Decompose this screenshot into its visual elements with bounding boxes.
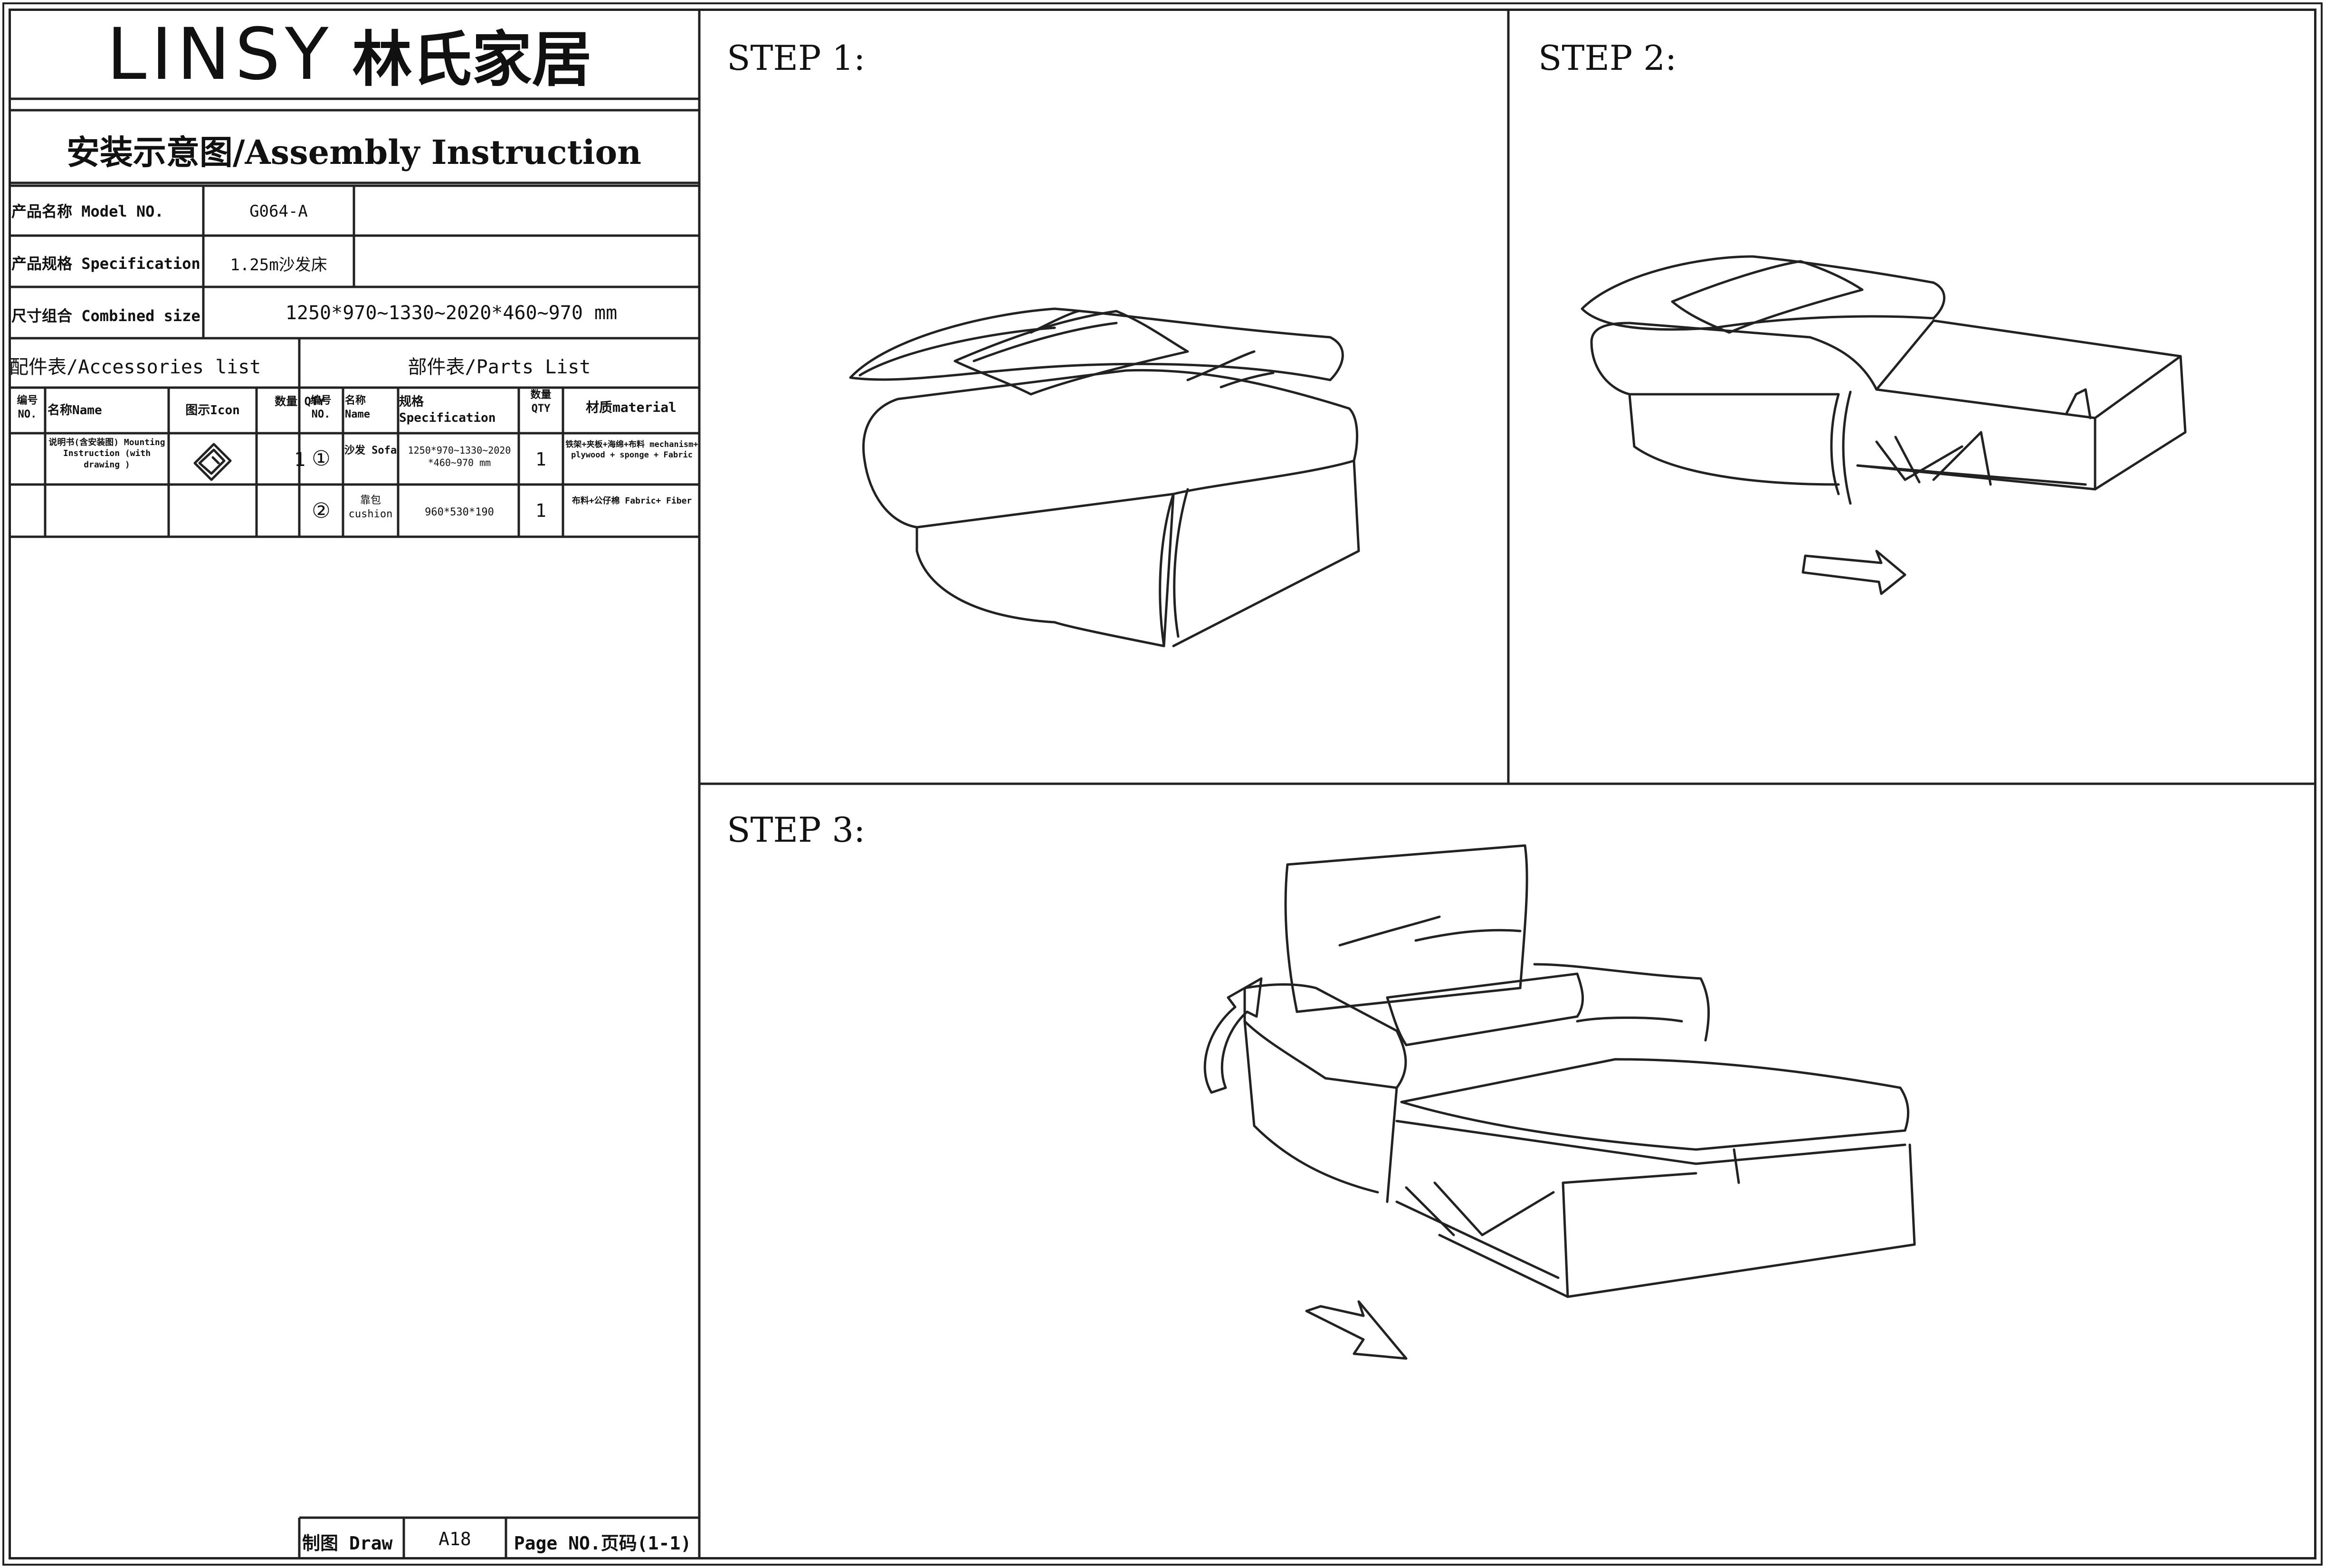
step-2-sofa-drawing: [1581, 255, 2187, 595]
accessories-heading: 配件表/Accessories list: [10, 356, 261, 378]
brand-latin: LINSY: [106, 13, 334, 96]
brand-logo: LINSY 林氏家居: [0, 13, 698, 96]
part-2-qty: 1: [535, 500, 546, 521]
acc-col-name: 名称Name: [48, 403, 102, 418]
parts-col-qty: 数量 QTY: [530, 389, 552, 415]
parts-col-material: 材质material: [586, 399, 677, 415]
acc-col-icon: 图示Icon: [185, 403, 240, 418]
part-2-no: ②: [312, 499, 331, 523]
draw-value: A18: [438, 1529, 471, 1549]
parts-col-spec: 规格 Specification: [399, 395, 496, 425]
part-1-qty: 1: [535, 449, 546, 470]
step-3-sofa-drawing: [1203, 844, 1916, 1360]
acc-col-no: 编号 NO.: [17, 395, 38, 420]
part-1-spec: 1250*970~1330~2020 *460~970 mm: [408, 445, 511, 468]
size-value: 1250*970~1330~2020*460~970 mm: [285, 302, 618, 324]
spec-value: 1.25m沙发床: [230, 256, 327, 275]
manual-icon: [193, 443, 232, 481]
brand-chinese: 林氏家居: [352, 25, 592, 95]
part-2-name: 靠包 cushion: [348, 494, 393, 520]
spec-label: 产品规格 Specification: [11, 255, 200, 273]
parts-heading: 部件表/Parts List: [408, 356, 591, 378]
model-label: 产品名称 Model NO.: [11, 202, 164, 220]
draw-label: 制图 Draw: [302, 1533, 393, 1554]
step-1-sofa-drawing: [849, 307, 1360, 647]
parts-col-name: 名称 Name: [345, 395, 370, 420]
acc-row-name: 说明书(含安装图) Mounting Instruction (with dra…: [48, 437, 165, 470]
model-value: G064-A: [249, 202, 308, 221]
acc-col-qty: 数量 QTY: [275, 395, 325, 408]
part-1-no: ①: [312, 447, 331, 471]
step-3-label: STEP 3:: [727, 810, 866, 850]
page-number: Page NO.页码(1-1): [514, 1533, 692, 1554]
part-1-material: 铁架+夹板+海绵+布料 mechanism+ plywood + sponge …: [565, 440, 698, 460]
document-title: 安装示意图/Assembly Instruction: [66, 132, 642, 172]
size-label: 尺寸组合 Combined size: [11, 307, 200, 325]
step-2-label: STEP 2:: [1538, 38, 1677, 78]
part-1-name: 沙发 Sofa: [344, 445, 397, 456]
parts-col-no: 编号 NO.: [310, 395, 332, 420]
step-1-label: STEP 1:: [727, 38, 866, 78]
acc-row-qty: 1: [294, 449, 306, 471]
part-2-material: 布料+公仔棉 Fabric+ Fiber: [572, 496, 692, 506]
part-2-spec: 960*530*190: [425, 506, 494, 518]
